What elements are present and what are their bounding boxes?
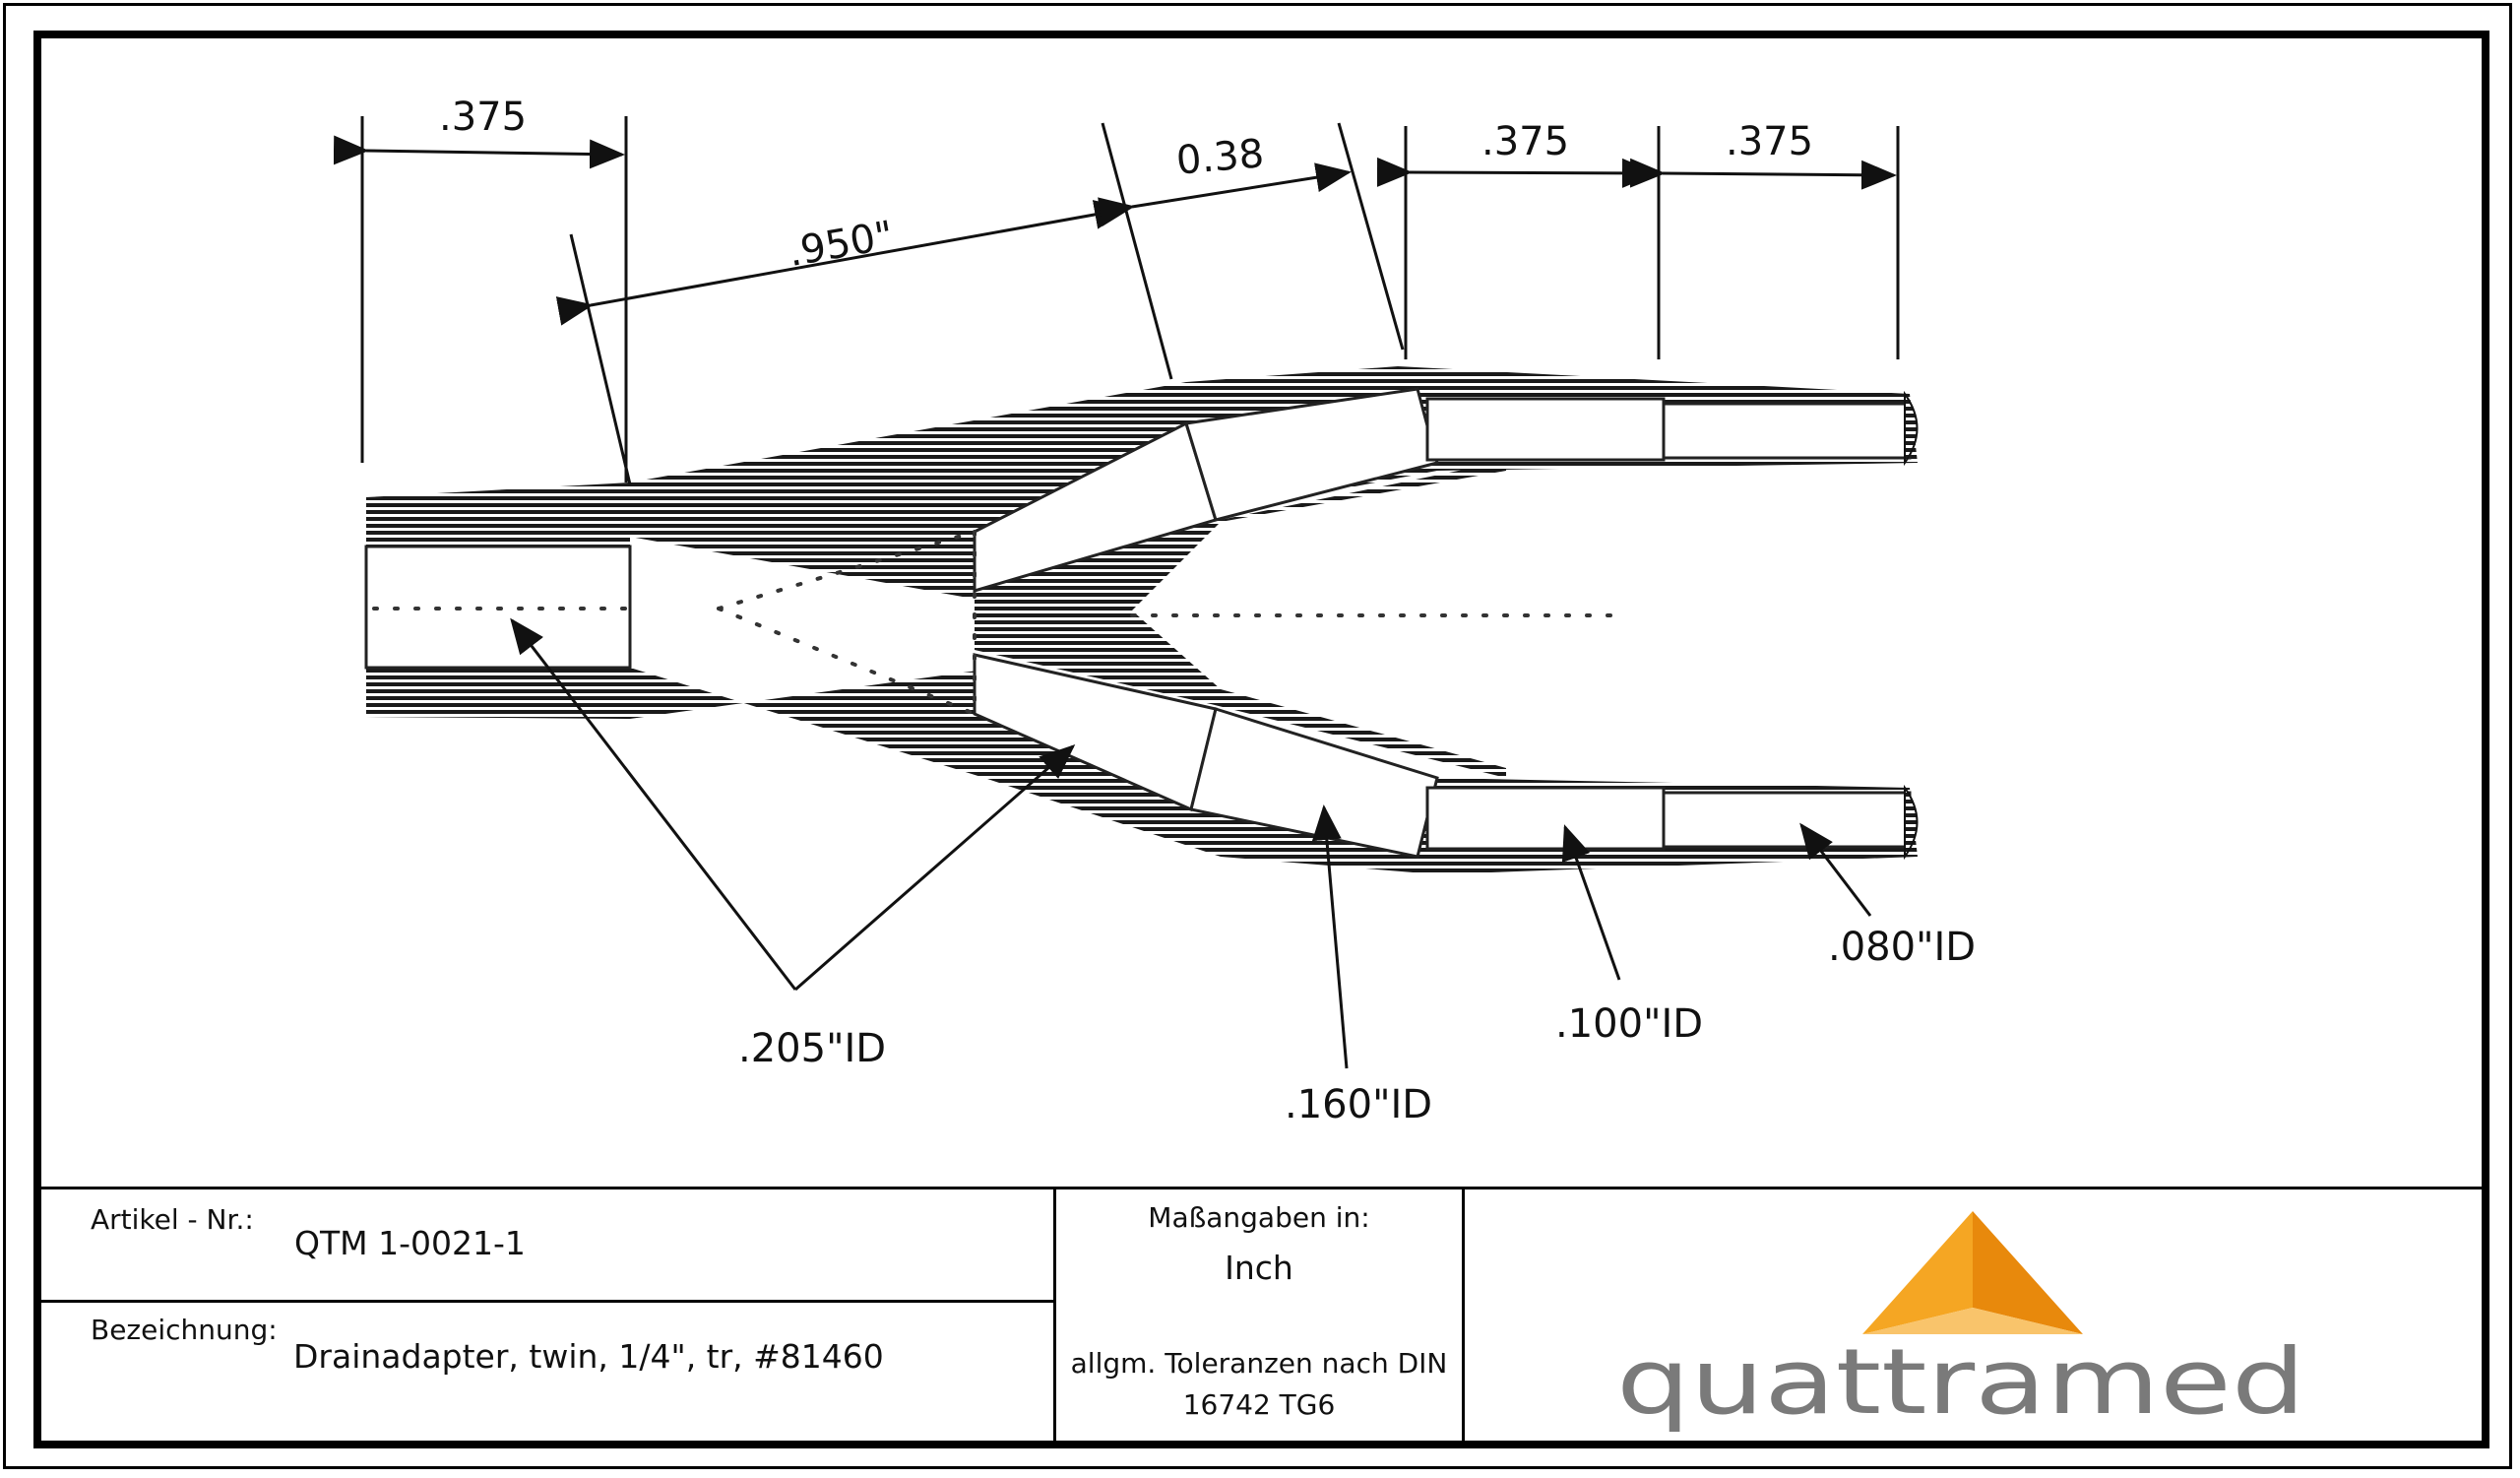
divider-left <box>1053 1189 1056 1444</box>
centerlines <box>372 530 1626 716</box>
lower-bore-seg2 <box>1189 707 1439 859</box>
lower-bore-seg4 <box>1662 791 1912 849</box>
drainadapter-drawing: .375 .950" 0.38 .375 .375 .205"ID .160"I… <box>333 95 1976 1127</box>
tolerance-line-1: allgm. Toleranzen nach DIN <box>1070 1347 1448 1380</box>
designation-label: Bezeichnung: <box>91 1314 278 1346</box>
divider-right <box>1462 1189 1465 1444</box>
label-id-160: .160"ID <box>1285 1082 1432 1127</box>
logo-wordmark: quattramed <box>1616 1329 2305 1435</box>
tolerance-line-2: 16742 TG6 <box>1182 1388 1336 1421</box>
dimension-lines <box>333 135 1897 326</box>
quattramed-logo: quattramed <box>1616 1211 2305 1435</box>
leader-lines <box>510 617 1872 1069</box>
units-value: Inch <box>1225 1249 1293 1287</box>
title-block: Artikel - Nr.: QTM 1-0021-1 Bezeichnung:… <box>41 1187 2482 1444</box>
bore-outlines <box>364 387 1912 859</box>
lower-bore-seg3 <box>1425 786 1666 851</box>
dim-top-right-2: .375 <box>1726 119 1813 164</box>
dim-diagonal-long: .950" <box>785 213 897 276</box>
outer-frame <box>3 3 2512 1469</box>
dim-top-left: .375 <box>439 95 527 140</box>
logo-triangle-right <box>1973 1211 2083 1334</box>
article-label: Artikel - Nr.: <box>91 1203 254 1236</box>
logo-triangle-left <box>1862 1211 1973 1334</box>
dim-top-right-1: .375 <box>1481 119 1569 164</box>
upper-bore-seg4 <box>1662 402 1912 460</box>
label-id-100: .100"ID <box>1555 1001 1703 1047</box>
upper-bore-seg3 <box>1425 397 1666 462</box>
fork-wedge <box>975 461 1506 778</box>
upper-tip <box>1904 390 1919 467</box>
label-id-205: .205"ID <box>738 1026 886 1071</box>
dim-diagonal-short: 0.38 <box>1174 131 1266 184</box>
article-value: QTM 1-0021-1 <box>294 1224 526 1262</box>
lower-tip <box>1904 784 1919 861</box>
tube-tips <box>1904 390 1919 861</box>
logo-triangle-bottom <box>1862 1308 2083 1334</box>
upper-bore-seg2 <box>1184 387 1439 522</box>
designation-value: Drainadapter, twin, 1/4", tr, #81460 <box>293 1337 884 1376</box>
inner-frame <box>33 31 2489 1448</box>
label-id-080: .080"ID <box>1828 925 1976 970</box>
divider-row <box>41 1300 1055 1303</box>
units-label: Maßangaben in: <box>1148 1201 1370 1234</box>
